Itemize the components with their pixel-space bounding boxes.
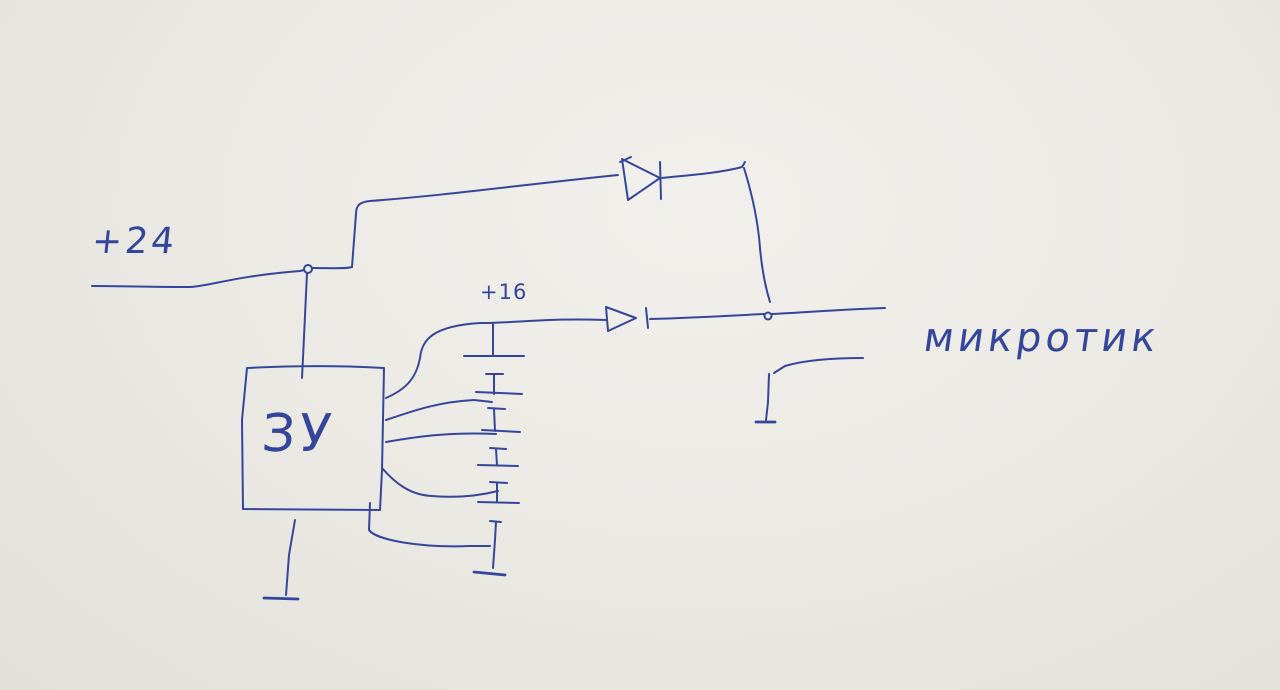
battery-cell-4 [477, 464, 519, 484]
battery-tap-voltage-label: +16 [480, 280, 528, 304]
charger-label: ЗУ [259, 404, 338, 464]
load-label: микротик [920, 315, 1163, 361]
lower-diode-bar [645, 307, 649, 329]
upper-diode-return-wire [743, 167, 771, 303]
battery-cell-5 [477, 501, 520, 523]
upper-diode-output-wire [661, 161, 746, 179]
battery-tap-wire-2 [385, 399, 493, 421]
supply-voltage-label: +24 [89, 221, 180, 262]
battery-tap-wire-1 [385, 322, 489, 399]
battery-tap-wire-3 [385, 432, 497, 443]
charger-box [241, 365, 385, 511]
load-negative-wire [773, 357, 864, 374]
load-positive-wire [771, 307, 886, 315]
battery-cell-3 [481, 429, 521, 450]
charger-ground-symbol [262, 596, 300, 601]
charger-ground-wire [285, 519, 296, 596]
output-ground-wire [765, 373, 770, 421]
battery-tap-wire-5 [368, 502, 491, 548]
charger-feed-wire [301, 272, 308, 379]
supply-input-wire [91, 269, 305, 288]
battery-cell-1 [463, 355, 525, 375]
lower-diode-input-wire [487, 318, 607, 324]
supply-node-dot [303, 264, 313, 274]
lower-diode-body [605, 306, 637, 332]
lower-diode-output-wire [649, 313, 765, 320]
upper-diode-bar [659, 161, 662, 200]
battery-ground-symbol [472, 570, 507, 577]
battery-tap-wire-4 [381, 467, 499, 498]
upper-diode-bar-tick [619, 156, 632, 163]
battery-stack-spine [492, 323, 498, 569]
upper-diode-wire [311, 174, 619, 270]
battery-cell-2 [475, 391, 523, 410]
upper-diode-body [621, 158, 661, 201]
output-node-dot [763, 311, 773, 321]
